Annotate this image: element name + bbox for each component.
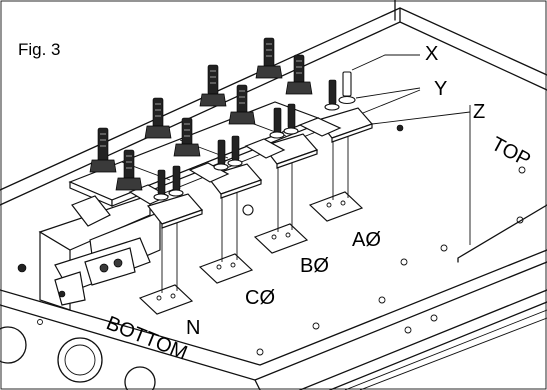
leader-lines — [351, 54, 471, 125]
figure-label: Fig. 3 — [18, 40, 61, 59]
pad-n — [138, 284, 194, 315]
line-studs — [89, 37, 313, 191]
floor-pads — [138, 191, 364, 315]
phase-label-b: BØ — [300, 255, 329, 277]
leader-x — [351, 54, 420, 71]
callout-y: Y — [434, 78, 447, 100]
edge-label-top: TOP — [488, 133, 534, 172]
phase-label-a: AØ — [352, 229, 381, 251]
lug-plates — [146, 107, 374, 229]
leader-z — [371, 111, 471, 125]
callout-z: Z — [473, 101, 485, 123]
pad-b — [253, 223, 309, 254]
pad-a — [308, 191, 364, 222]
terminal-screws — [153, 71, 356, 201]
phase-label-c: CØ — [245, 287, 275, 309]
callout-x: X — [425, 43, 438, 65]
edge-label-bottom: BOTTOM — [103, 312, 190, 364]
leader-y — [355, 87, 421, 99]
phase-label-n: N — [186, 317, 200, 339]
pad-c — [198, 253, 254, 284]
